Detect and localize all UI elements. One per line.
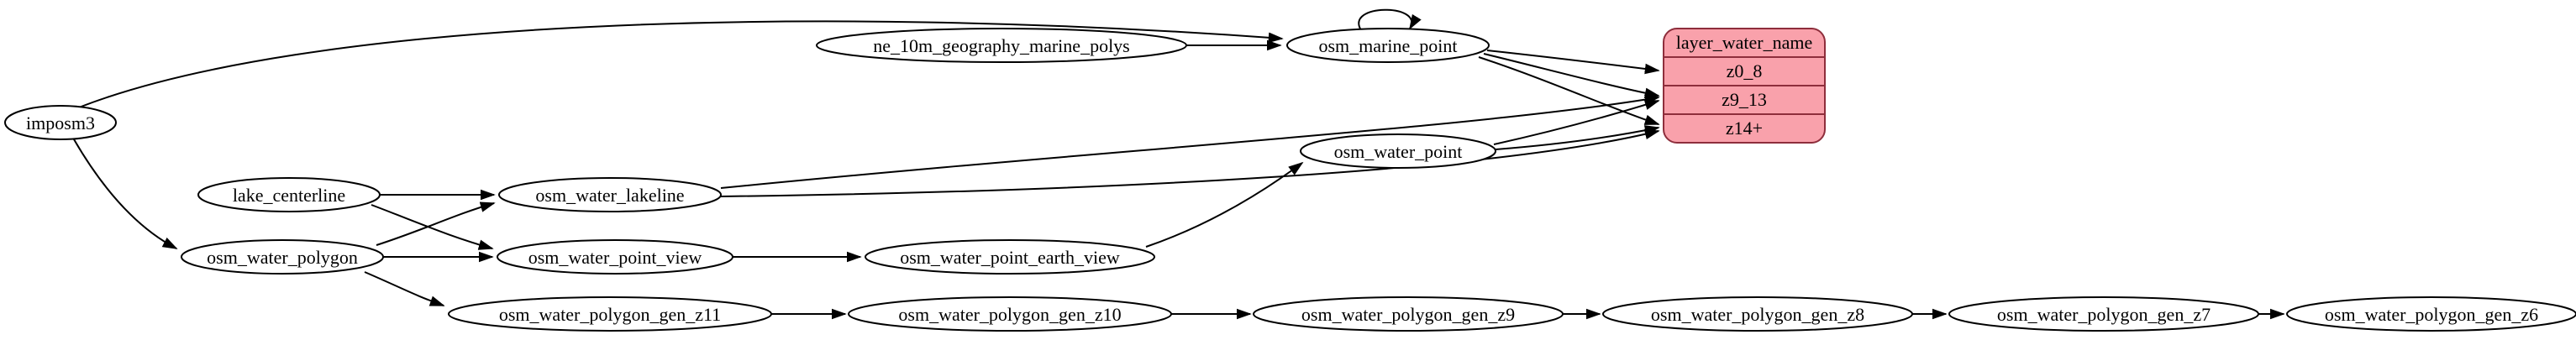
edge-osm_water_polygon-to-osm_water_lakeline (376, 201, 496, 246)
edge-osm_marine_point-to-z9_13 (1483, 53, 1660, 98)
edge-osm_water_lakeline-to-z9_13 (720, 94, 1660, 189)
node-imposm3: imposm3 (4, 105, 117, 140)
record-row-z0_8: z0_8 (1727, 60, 1763, 81)
node-osm_water_polygon_gen_z10-shape (848, 296, 1172, 332)
node-osm_water_polygon_gen_z9-shape (1253, 296, 1564, 332)
node-osm_water_polygon_gen_z8-label: osm_water_polygon_gen_z8 (1651, 304, 1864, 325)
edge-osm_water_point-to-z14 (1495, 125, 1660, 150)
node-osm_water_point-shape (1300, 133, 1496, 169)
node-osm_water_polygon: osm_water_polygon (181, 239, 384, 275)
node-ne_10m_geography_marine_polys-label: ne_10m_geography_marine_polys (873, 35, 1130, 56)
node-osm_water_polygon_gen_z10: osm_water_polygon_gen_z10 (848, 296, 1172, 332)
node-osm_water_polygon_gen_z9-label: osm_water_polygon_gen_z9 (1301, 304, 1515, 325)
node-osm_water_point: osm_water_point (1300, 133, 1496, 169)
node-lake_centerline-shape (197, 177, 381, 212)
node-imposm3-shape (4, 105, 117, 140)
node-osm_water_point_view-label: osm_water_point_view (528, 247, 702, 268)
node-osm_water_polygon-label: osm_water_polygon (207, 247, 358, 268)
node-osm_marine_point: osm_marine_point (1286, 28, 1490, 63)
edge-imposm3-to-osm_water_polygon (73, 139, 178, 249)
node-osm_water_polygon_gen_z8-shape (1602, 296, 1913, 332)
node-osm_water_polygon_gen_z9: osm_water_polygon_gen_z9 (1253, 296, 1564, 332)
node-osm_marine_point-label: osm_marine_point (1319, 35, 1458, 56)
edge-osm_water_polygon-to-osm_water_polygon_gen_z11 (364, 271, 445, 306)
node-osm_water_polygon_gen_z8: osm_water_polygon_gen_z8 (1602, 296, 1913, 332)
node-osm_water_polygon_gen_z6-shape (2286, 296, 2576, 332)
node-osm_water_polygon_gen_z7: osm_water_polygon_gen_z7 (1948, 296, 2259, 332)
edge-osm_marine_point-to-z14 (1478, 56, 1660, 125)
node-osm_water_polygon-shape (181, 239, 384, 275)
node-imposm3-label: imposm3 (26, 112, 95, 133)
node-osm_water_lakeline: osm_water_lakeline (498, 177, 722, 212)
node-osm_water_polygon_gen_z11-shape (448, 296, 772, 332)
node-layer_water_name: layer_water_name z0_8 z9_13 z14+ (1663, 28, 1826, 144)
node-osm_water_polygon_gen_z7-shape (1948, 296, 2259, 332)
nodes-layer: imposm3 ne_10m_geography_marine_polys os… (4, 28, 2576, 332)
node-ne_10m_geography_marine_polys: ne_10m_geography_marine_polys (816, 28, 1187, 63)
edge-osm_marine_point-self-loop (1358, 8, 1422, 31)
node-osm_water_point_earth_view: osm_water_point_earth_view (865, 239, 1155, 275)
node-ne_10m_geography_marine_polys-shape (816, 28, 1187, 63)
node-osm_water_polygon_gen_z10-label: osm_water_polygon_gen_z10 (898, 304, 1121, 325)
node-osm_water_polygon_gen_z6: osm_water_polygon_gen_z6 (2286, 296, 2576, 332)
node-osm_water_point_view-shape (497, 239, 733, 275)
node-osm_water_polygon_gen_z11-label: osm_water_polygon_gen_z11 (499, 304, 721, 325)
node-lake_centerline-label: lake_centerline (233, 185, 345, 206)
node-osm_water_point_view: osm_water_point_view (497, 239, 733, 275)
edge-lake_centerline-to-osm_water_point_view (371, 204, 494, 250)
record-header-label: layer_water_name (1676, 32, 1812, 53)
edge-osm_marine_point-to-z0_8 (1486, 50, 1660, 75)
node-osm_water_lakeline-label: osm_water_lakeline (535, 185, 684, 206)
node-osm_water_point_earth_view-shape (865, 239, 1155, 275)
edge-osm_water_lakeline-to-z14 (720, 128, 1660, 197)
node-osm_water_point-label: osm_water_point (1334, 141, 1463, 162)
record-row-z14: z14+ (1726, 118, 1763, 139)
node-osm_water_polygon_gen_z6-label: osm_water_polygon_gen_z6 (2325, 304, 2538, 325)
node-lake_centerline: lake_centerline (197, 177, 381, 212)
record-row-z9_13: z9_13 (1722, 89, 1767, 110)
edge-osm_water_point_earth_view-to-osm_water_point (1145, 161, 1304, 248)
edge-imposm3-to-osm_marine_point (78, 20, 1284, 108)
node-osm_marine_point-shape (1286, 28, 1490, 63)
edges-layer (73, 8, 2285, 320)
edge-osm_water_point-to-z9_13 (1493, 99, 1660, 145)
node-osm_water_polygon_gen_z11: osm_water_polygon_gen_z11 (448, 296, 772, 332)
node-osm_water_polygon_gen_z7-label: osm_water_polygon_gen_z7 (1997, 304, 2211, 325)
node-osm_water_point_earth_view-label: osm_water_point_earth_view (900, 247, 1120, 268)
node-osm_water_lakeline-shape (498, 177, 722, 212)
